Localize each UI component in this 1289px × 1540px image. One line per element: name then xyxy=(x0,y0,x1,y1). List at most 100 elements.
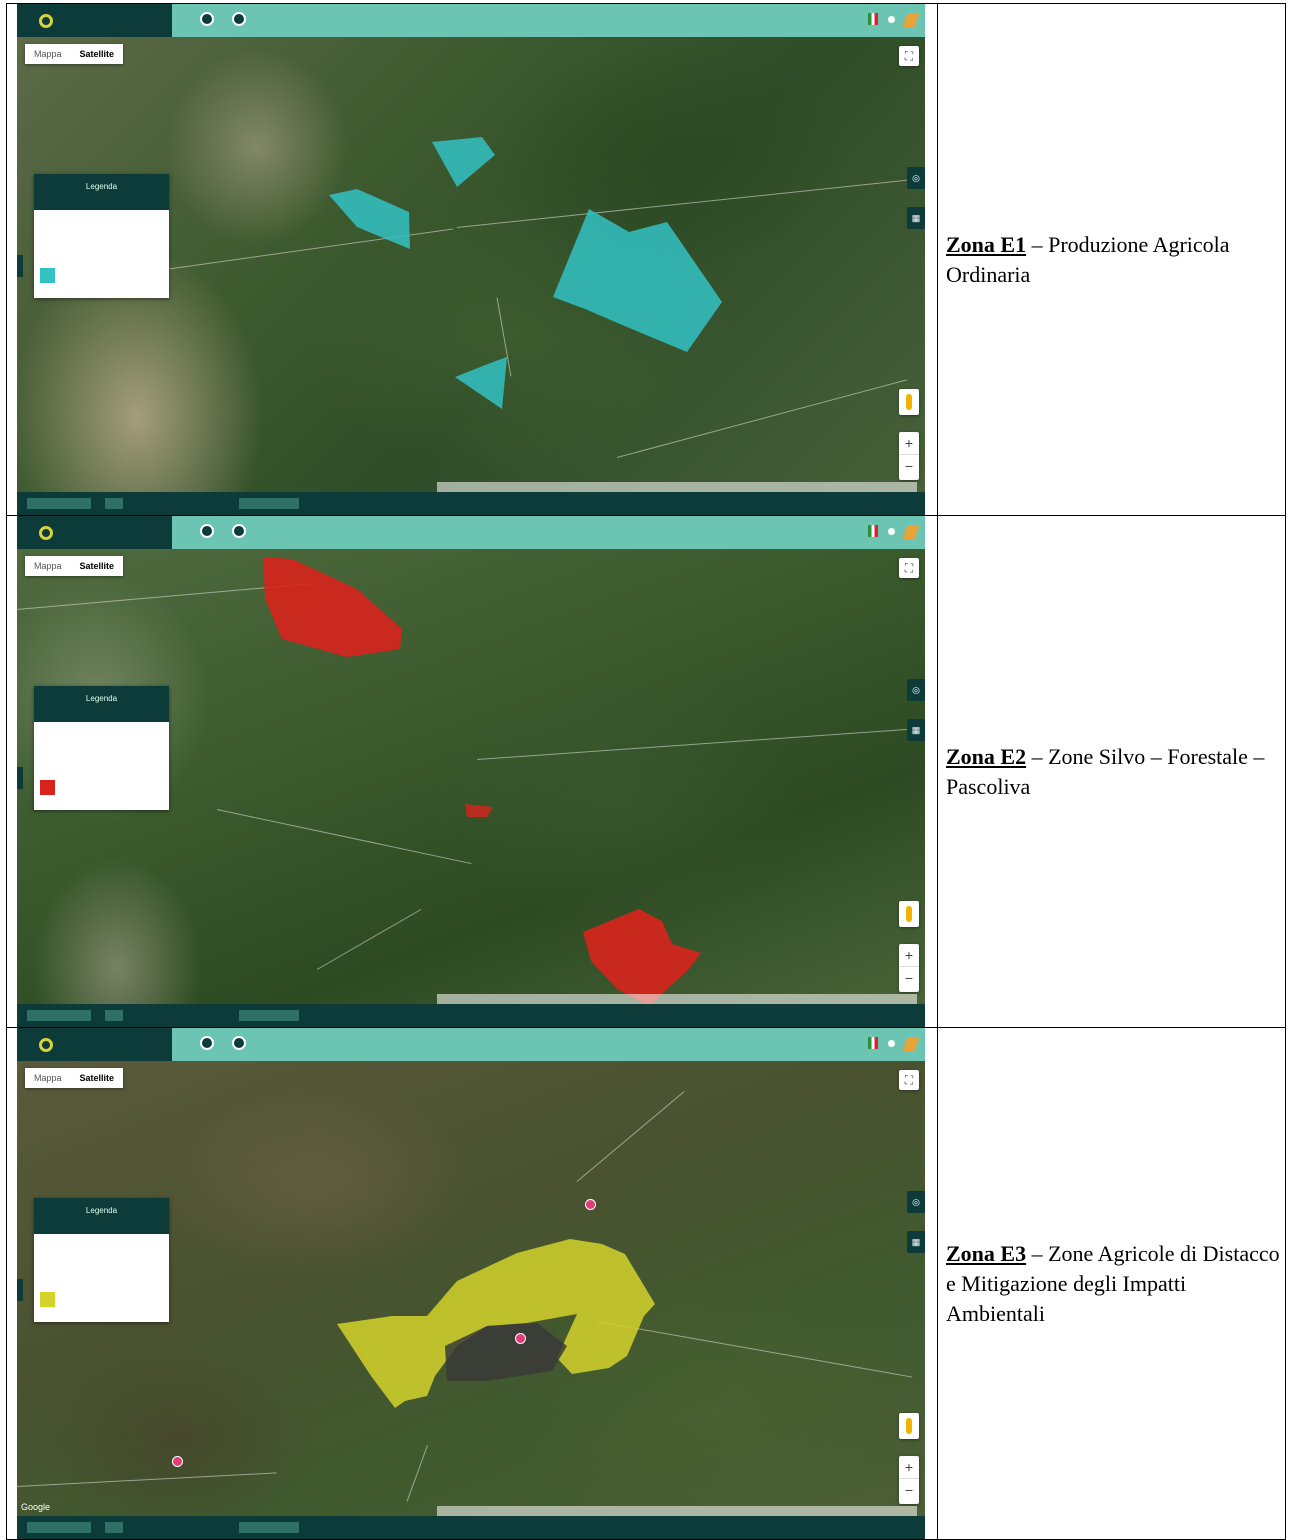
zone-code: Zona E2 xyxy=(946,743,1027,769)
globe-icon[interactable] xyxy=(200,1036,214,1050)
edit-icon[interactable] xyxy=(902,1037,920,1051)
fullscreen-icon[interactable]: ⛶ xyxy=(899,1070,919,1090)
map-attribution xyxy=(437,482,917,492)
scale-input[interactable] xyxy=(239,498,299,509)
street-view-pegman-icon[interactable] xyxy=(899,1413,919,1439)
app-logo xyxy=(17,516,172,549)
map-type-map[interactable]: Mappa xyxy=(34,561,62,571)
fullscreen-icon[interactable]: ⛶ xyxy=(899,46,919,66)
footer-button[interactable] xyxy=(105,1522,123,1533)
location-icon[interactable] xyxy=(232,12,246,26)
location-icon[interactable] xyxy=(232,524,246,538)
zoom-in-button[interactable]: + xyxy=(904,1459,914,1475)
zone-description-cell: Zona E1 – Produzione Agricola Ordinaria xyxy=(937,3,1286,516)
app-header xyxy=(17,1028,925,1061)
map-screenshot-cell: Mappa Satellite ⛶ Legenda ◎ ▦ + − xyxy=(6,515,938,1028)
map-type-toggle: Mappa Satellite xyxy=(25,44,124,64)
panel-toggle-tab[interactable] xyxy=(17,767,23,789)
footer-button[interactable] xyxy=(27,498,91,509)
legend-title: Legenda xyxy=(34,1198,169,1234)
zoom-out-button[interactable]: − xyxy=(899,454,919,477)
satellite-map[interactable]: Mappa Satellite ⛶ Legenda ◎ ▦ + − xyxy=(17,37,925,492)
layer-icon[interactable]: ◎ xyxy=(907,679,925,701)
table-row: Mappa Satellite ⛶ Legenda ◎ ▦ + − xyxy=(6,515,1286,1028)
italian-flag-icon[interactable] xyxy=(868,1037,878,1049)
legend-item xyxy=(34,262,169,289)
app-logo xyxy=(17,4,172,37)
zoom-in-button[interactable]: + xyxy=(904,435,914,451)
grid-icon[interactable]: ▦ xyxy=(907,207,925,229)
user-icon[interactable] xyxy=(888,528,895,535)
poi-marker-icon[interactable] xyxy=(515,1333,526,1344)
app-footer xyxy=(17,1516,925,1539)
footer-button[interactable] xyxy=(105,1010,123,1021)
zoom-out-button[interactable]: − xyxy=(899,1478,919,1501)
google-logo: Google xyxy=(21,1502,51,1512)
map-attribution xyxy=(437,1506,917,1516)
street-view-pegman-icon[interactable] xyxy=(899,901,919,927)
zoom-out-button[interactable]: − xyxy=(899,966,919,989)
footer-button[interactable] xyxy=(27,1010,91,1021)
legend-swatch xyxy=(40,1292,55,1307)
map-app: Mappa Satellite ⛶ Legenda ◎ ▦ + − xyxy=(17,516,925,1027)
fullscreen-icon[interactable]: ⛶ xyxy=(899,558,919,578)
zone-e1-polygon xyxy=(329,137,722,409)
map-app: Mappa Satellite ⛶ Legenda ◎ ▦ + − xyxy=(17,4,925,515)
edit-icon[interactable] xyxy=(902,13,920,27)
app-footer xyxy=(17,492,925,515)
scale-input[interactable] xyxy=(239,1010,299,1021)
map-type-map[interactable]: Mappa xyxy=(34,49,62,59)
globe-icon[interactable] xyxy=(200,12,214,26)
zoom-control: + − xyxy=(899,1456,919,1504)
location-icon[interactable] xyxy=(232,1036,246,1050)
map-attribution xyxy=(437,994,917,1004)
logo-icon xyxy=(39,1037,53,1052)
satellite-map[interactable]: Mappa Satellite ⛶ Legenda ◎ ▦ + − xyxy=(17,1061,925,1516)
poi-marker-icon[interactable] xyxy=(585,1199,596,1210)
footer-button[interactable] xyxy=(105,498,123,509)
layer-icon[interactable]: ◎ xyxy=(907,1191,925,1213)
zone-code: Zona E1 xyxy=(946,231,1027,257)
zone-table: Mappa Satellite ⛶ Legenda ◎ ▦ + − xyxy=(6,3,1286,1540)
satellite-map[interactable]: Mappa Satellite ⛶ Legenda ◎ ▦ + − xyxy=(17,549,925,1004)
map-type-satellite[interactable]: Satellite xyxy=(79,49,115,59)
zone-description: – Produzione Agricola Ordinaria xyxy=(946,231,1230,287)
scale-input[interactable] xyxy=(239,1522,299,1533)
logo-icon xyxy=(39,13,53,28)
app-header xyxy=(17,516,925,549)
app-logo xyxy=(17,1028,172,1061)
map-type-toggle: Mappa Satellite xyxy=(25,1068,124,1088)
zoom-control: + − xyxy=(899,944,919,992)
map-type-toggle: Mappa Satellite xyxy=(25,556,124,576)
grid-icon[interactable]: ▦ xyxy=(907,719,925,741)
globe-icon[interactable] xyxy=(200,524,214,538)
map-screenshot-cell: Mappa Satellite ⛶ Legenda ◎ ▦ + − xyxy=(6,1027,938,1540)
app-header xyxy=(17,4,925,37)
legend-item xyxy=(34,1286,169,1313)
map-type-satellite[interactable]: Satellite xyxy=(79,561,115,571)
zone-description-cell: Zona E2 – Zone Silvo – Forestale – Pasco… xyxy=(937,515,1286,1028)
user-icon[interactable] xyxy=(888,16,895,23)
italian-flag-icon[interactable] xyxy=(868,13,878,25)
zoom-in-button[interactable]: + xyxy=(904,947,914,963)
table-row: Mappa Satellite ⛶ Legenda ◎ ▦ + − xyxy=(6,1027,1286,1540)
logo-icon xyxy=(39,525,53,540)
poi-marker-icon[interactable] xyxy=(172,1456,183,1467)
italian-flag-icon[interactable] xyxy=(868,525,878,537)
user-icon[interactable] xyxy=(888,1040,895,1047)
footer-button[interactable] xyxy=(27,1522,91,1533)
grid-icon[interactable]: ▦ xyxy=(907,1231,925,1253)
header-tools xyxy=(868,1037,920,1051)
edit-icon[interactable] xyxy=(902,525,920,539)
zone-description: – Zone Silvo – Forestale – Pascoliva xyxy=(946,743,1265,799)
street-view-pegman-icon[interactable] xyxy=(899,389,919,415)
zoom-control: + − xyxy=(899,432,919,480)
map-type-satellite[interactable]: Satellite xyxy=(79,1073,115,1083)
map-type-map[interactable]: Mappa xyxy=(34,1073,62,1083)
legend-swatch xyxy=(40,780,55,795)
legend-title: Legenda xyxy=(34,174,169,210)
layer-icon[interactable]: ◎ xyxy=(907,167,925,189)
panel-toggle-tab[interactable] xyxy=(17,1279,23,1301)
panel-toggle-tab[interactable] xyxy=(17,255,23,277)
legend-swatch xyxy=(40,268,55,283)
